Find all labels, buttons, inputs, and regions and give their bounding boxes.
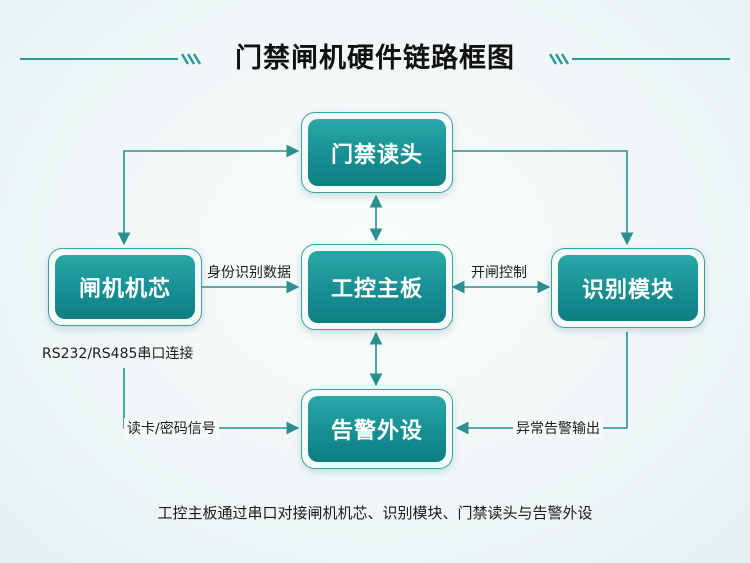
node-gate-mechanism-label: 闸机机芯 (55, 255, 195, 319)
label-serial-connection: RS232/RS485串口连接 (42, 346, 194, 362)
node-access-reader-label: 门禁读头 (308, 119, 446, 186)
diagram-caption: 工控主板通过串口对接闸机机芯、识别模块、门禁读头与告警外设 (157, 504, 593, 522)
label-card-password-signal: 读卡/密码信号 (124, 418, 219, 438)
label-identity-data: 身份识别数据 (207, 265, 291, 281)
arrow-recog-alarm (455, 332, 628, 435)
node-alarm-peripheral: 告警外设 (301, 389, 453, 469)
node-access-reader: 门禁读头 (301, 112, 453, 193)
node-recognition-module: 识别模块 (551, 248, 705, 328)
title-left-decoration (20, 53, 202, 65)
node-alarm-peripheral-label: 告警外设 (308, 396, 446, 462)
node-gate-mechanism: 闸机机芯 (48, 248, 202, 326)
node-recognition-module-label: 识别模块 (558, 255, 698, 321)
diagram-title: 门禁闸机硬件链路框图 (235, 43, 515, 74)
label-open-control: 开闸控制 (471, 265, 527, 281)
arrow-chip-reader (117, 144, 300, 246)
node-industrial-board: 工控主板 (301, 244, 453, 330)
node-industrial-board-label: 工控主板 (308, 251, 446, 323)
title-right-decoration (548, 53, 730, 65)
label-abnormal-alarm-output: 异常告警输出 (513, 418, 603, 438)
arrow-reader-recog (453, 150, 634, 246)
